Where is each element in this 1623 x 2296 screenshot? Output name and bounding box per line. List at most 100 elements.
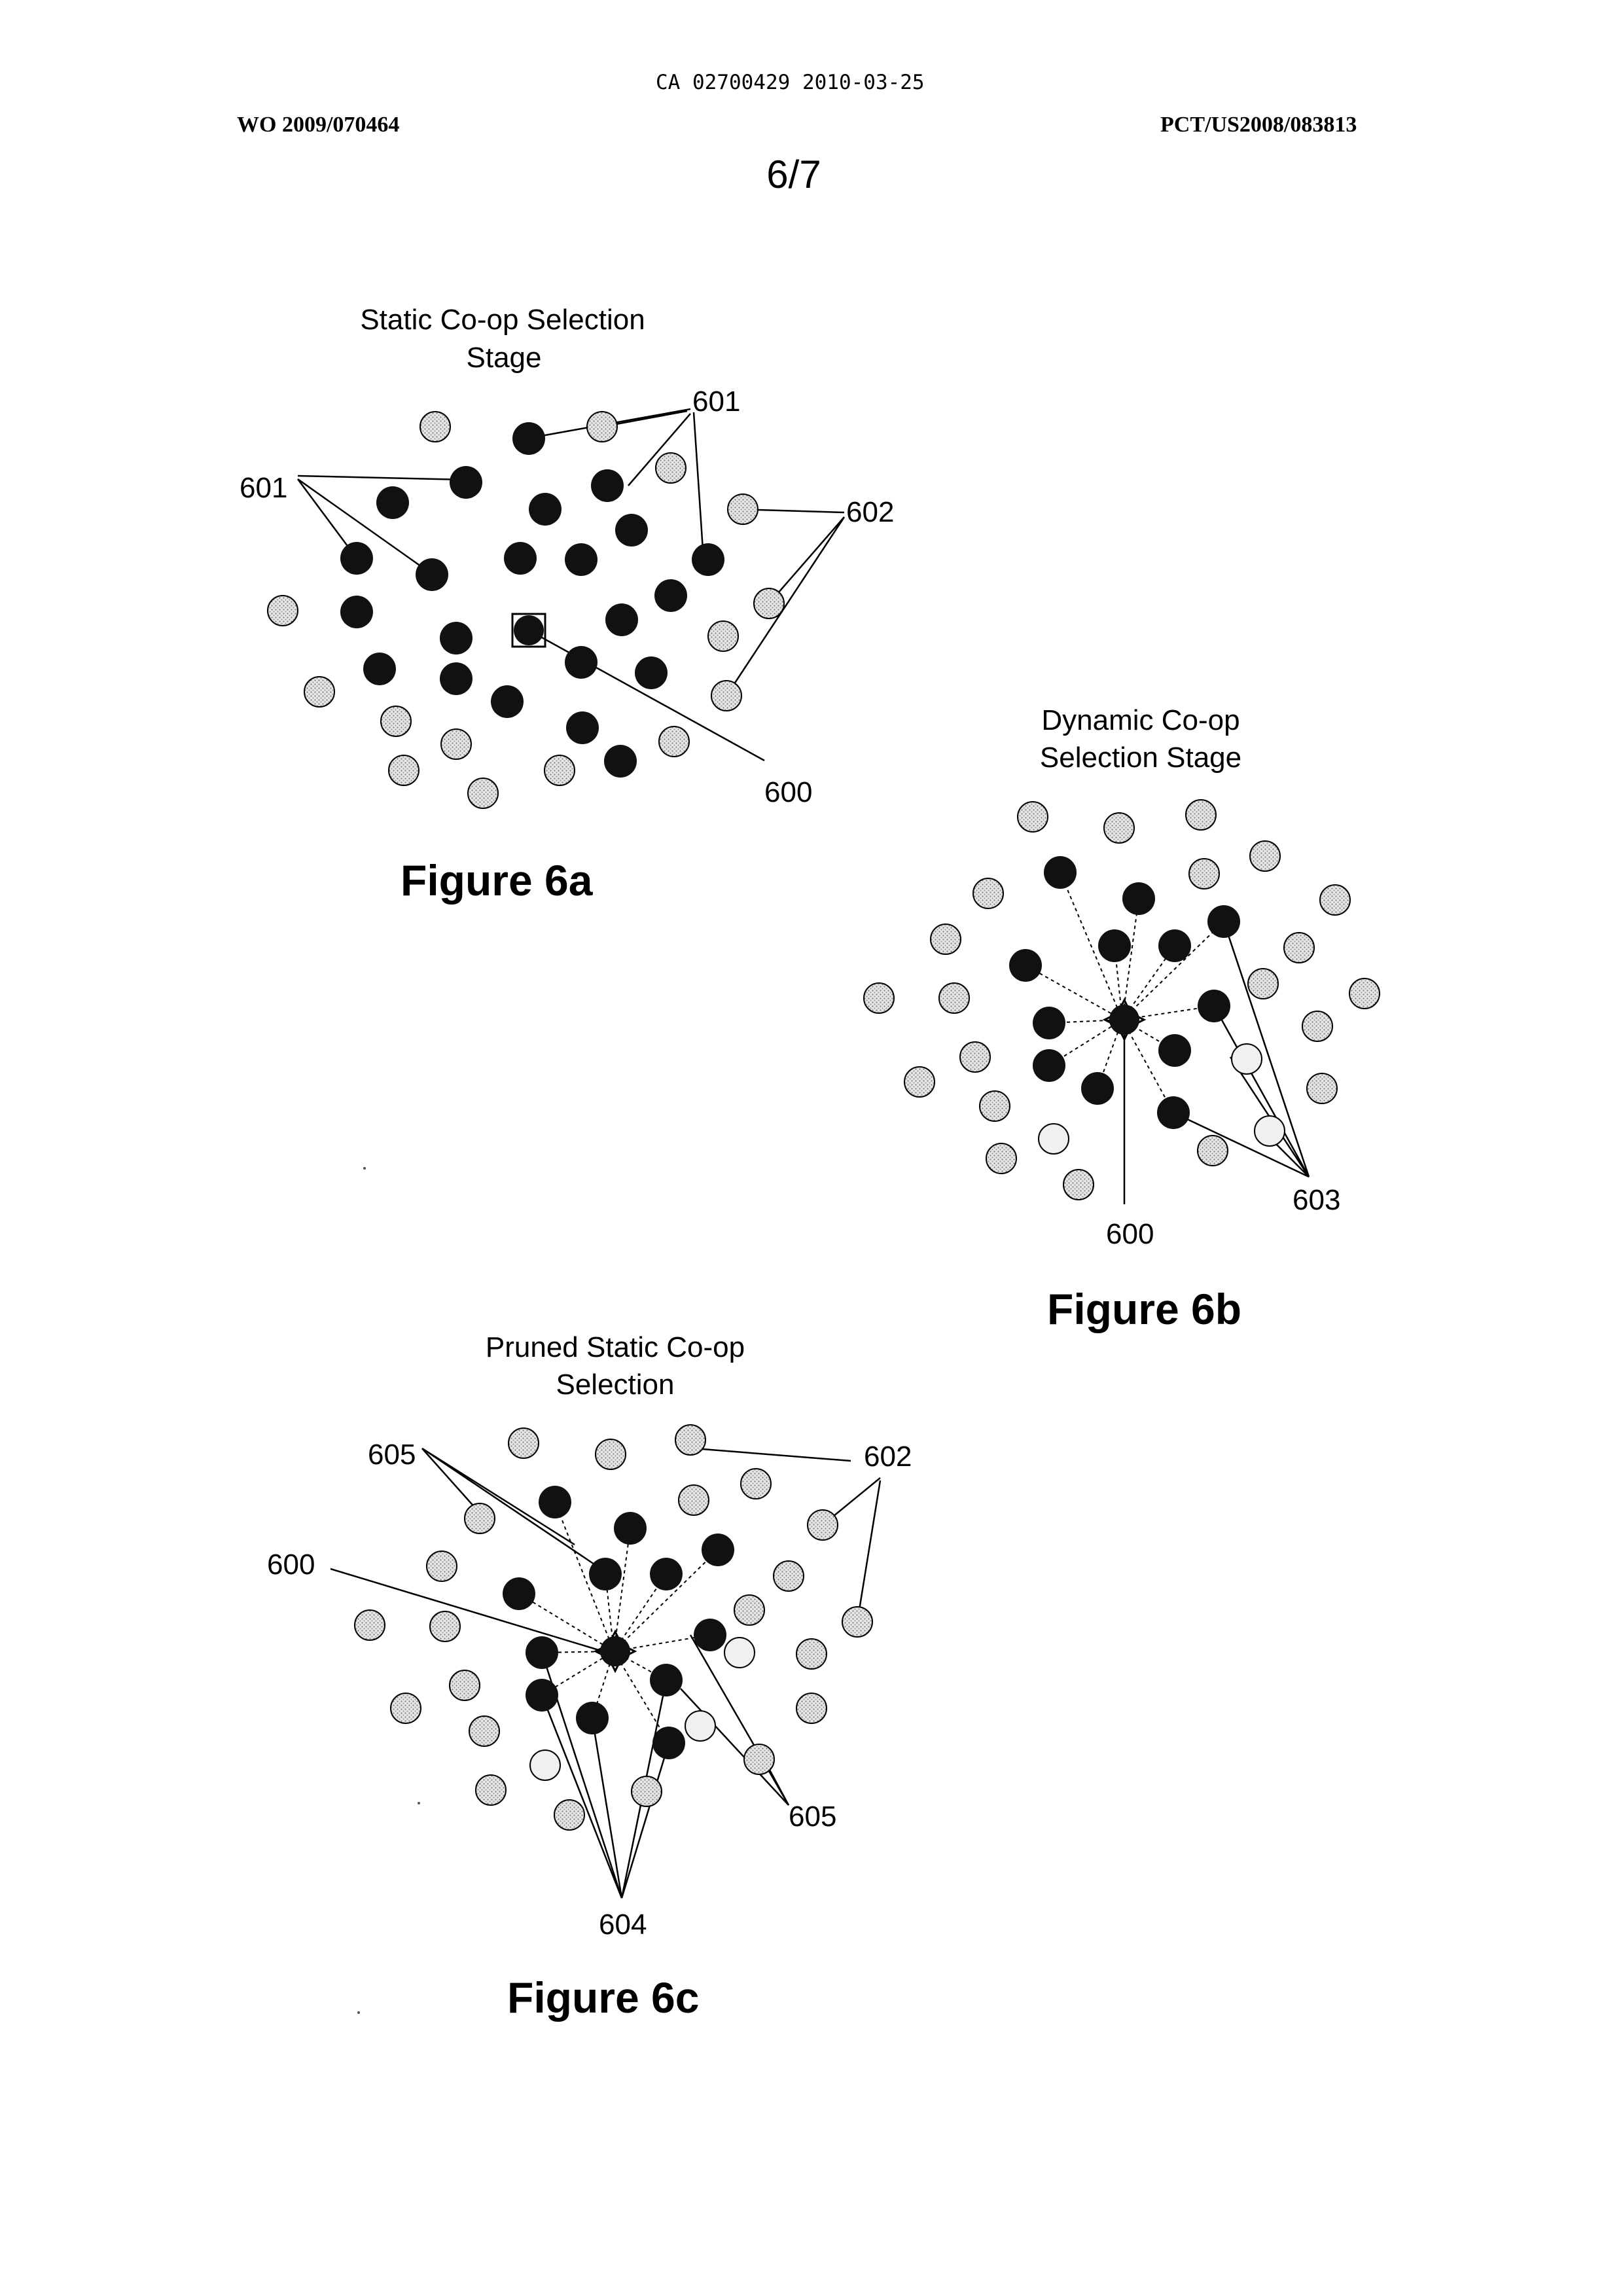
selected-node [652,1727,685,1759]
fig6b-title-line2: Selection Stage [1040,742,1241,774]
unselected-node [685,1711,715,1741]
selected-node [605,603,638,636]
selected-node [1198,990,1230,1022]
selected-node [589,1558,622,1590]
selected-node [692,543,724,576]
fig6b-base-station [1105,1000,1144,1039]
selected-node [504,542,537,575]
fig6a-label-601-top: 601 [692,386,740,418]
unselected-node [796,1639,827,1669]
selected-node [1158,1034,1191,1067]
unselected-node [1320,885,1350,915]
selected-node [1157,1096,1190,1129]
selected-node [539,1486,571,1518]
selected-node [1098,929,1131,962]
unselected-node [441,729,471,759]
fig6a-base-station [512,614,545,647]
unselected-node [1189,859,1219,889]
selected-node [376,486,409,519]
unselected-node [939,983,969,1013]
unselected-node [679,1485,709,1515]
unselected-node [596,1439,626,1469]
unselected-node [960,1042,990,1072]
selected-node [1158,929,1191,962]
selected-node [702,1534,734,1566]
fig6c-caption: Figure 6c [507,1973,699,2022]
fig6c-title-line2: Selection [556,1369,674,1401]
unselected-node [465,1503,495,1534]
unselected-node [1104,813,1134,843]
selected-node [694,1619,726,1651]
fig6c-label-605-bottom: 605 [789,1801,836,1833]
unselected-node [427,1551,457,1581]
fig6a-label-602: 602 [846,496,894,528]
unselected-node [1198,1136,1228,1166]
unselected-node [469,1716,499,1746]
selected-node [614,1512,647,1545]
selected-node [1033,1007,1065,1039]
fig6b-label-603: 603 [1293,1184,1340,1216]
unselected-node [931,924,961,954]
unselected-node [1250,841,1280,871]
unselected-node [675,1425,705,1455]
selected-node [650,1664,683,1696]
unselected-node [656,453,686,483]
selected-node [635,656,668,689]
fig6b-title-line1: Dynamic Co-op [1041,704,1240,736]
selected-node [1207,905,1240,938]
unselected-node [391,1693,421,1723]
selected-node [565,543,597,576]
unselected-node [724,1638,755,1668]
unselected-node [430,1611,460,1641]
fig6a-label-601-left: 601 [240,472,287,504]
selected-node [440,622,473,655]
unselected-node [1232,1044,1262,1074]
selected-node [1033,1049,1065,1082]
unselected-node [904,1067,935,1097]
selected-node [566,711,599,744]
selected-node [512,422,545,455]
fig6b-label-600: 600 [1106,1218,1154,1250]
selected-node [591,469,624,502]
fig6b-unselected-nodes [864,800,1380,1200]
unselected-node [1039,1124,1069,1154]
unselected-node [450,1670,480,1700]
unselected-node [355,1610,385,1640]
selected-node [440,662,473,695]
unselected-node [744,1744,774,1774]
selected-node [416,558,448,591]
unselected-node [304,677,334,707]
unselected-node [1248,969,1278,999]
unselected-node [774,1561,804,1591]
unselected-node [389,755,419,785]
unselected-node [1186,800,1216,830]
fig6c-base-station [596,1632,635,1671]
figure-6b: Dynamic Co-op Selection Stage [864,704,1380,1333]
selected-node [654,579,687,612]
unselected-node [1284,933,1314,963]
selected-node [1044,856,1077,889]
unselected-node [728,494,758,524]
selected-node [1081,1072,1114,1105]
figure-6a: Static Co-op Selection Stage [240,304,894,905]
unselected-node [476,1775,506,1805]
unselected-node [1255,1116,1285,1146]
selected-node [491,685,524,718]
unselected-node [1018,802,1048,832]
unselected-node [508,1428,539,1458]
selected-node [576,1702,609,1734]
unselected-node [1302,1011,1332,1041]
fig6c-label-605-top: 605 [368,1439,416,1471]
unselected-node [381,706,411,736]
fig6c-title-line1: Pruned Static Co-op [486,1331,745,1363]
fig6c-label-600: 600 [267,1549,315,1581]
selected-node [526,1679,558,1712]
unselected-node [842,1607,872,1637]
fig6c-label-602: 602 [864,1441,912,1473]
selected-node [340,596,373,628]
fig6a-title-line2: Stage [467,342,542,374]
unselected-node [708,621,738,651]
unselected-node [1307,1073,1337,1103]
fig6a-leader-lines [298,409,844,761]
selected-node [503,1577,535,1610]
